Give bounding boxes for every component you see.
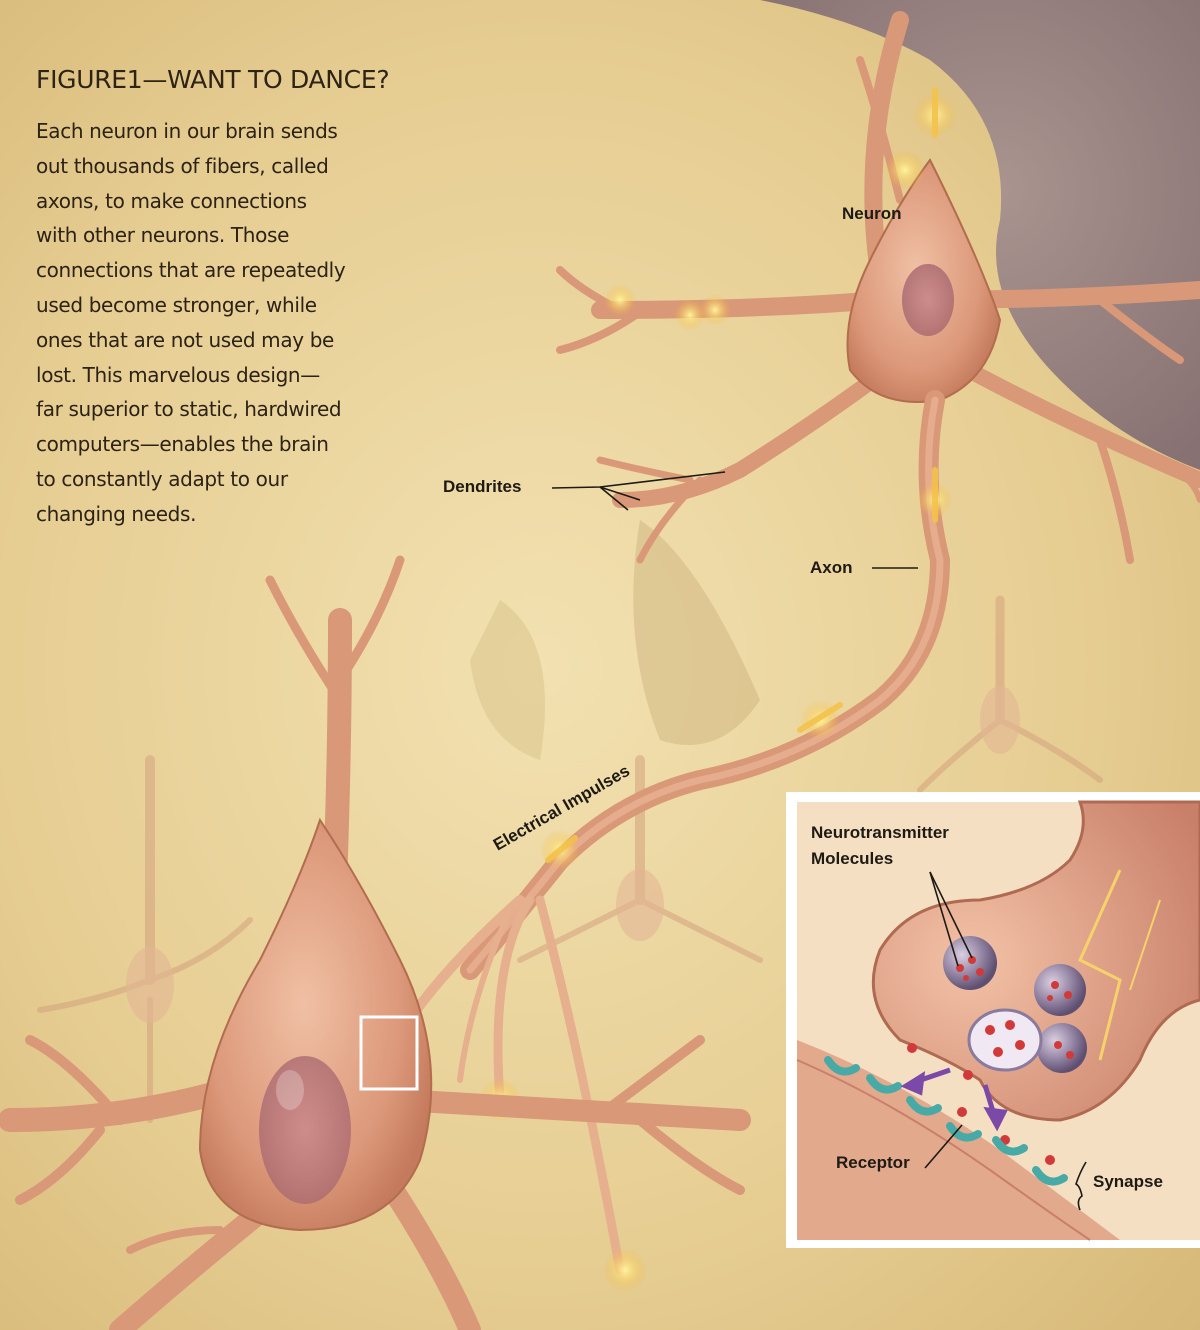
caption-line: far superior to static, hardwired bbox=[36, 392, 456, 427]
caption-line: to constantly adapt to our bbox=[36, 462, 456, 497]
caption-line: used become stronger, while bbox=[36, 288, 456, 323]
label-synapse: Synapse bbox=[1093, 1172, 1163, 1192]
top-neuron-nucleus bbox=[902, 264, 954, 336]
caption-line: axons, to make connections bbox=[36, 184, 456, 219]
caption-line: ones that are not used may be bbox=[36, 323, 456, 358]
caption-line: computers—enables the brain bbox=[36, 427, 456, 462]
caption-line: Each neuron in our brain sends bbox=[36, 114, 456, 149]
label-axon: Axon bbox=[810, 558, 853, 578]
caption-line: out thousands of fibers, called bbox=[36, 149, 456, 184]
caption-line: changing needs. bbox=[36, 497, 456, 532]
label-neurotransmitter: Neurotransmitter bbox=[811, 823, 949, 843]
lower-neuron-nucleus bbox=[259, 1056, 351, 1204]
figure-caption: Each neuron in our brain sends out thous… bbox=[36, 114, 456, 532]
caption-line: connections that are repeatedly bbox=[36, 253, 456, 288]
caption-line: lost. This marvelous design— bbox=[36, 358, 456, 393]
label-molecules: Molecules bbox=[811, 849, 893, 869]
label-neuron: Neuron bbox=[842, 204, 902, 224]
label-receptor: Receptor bbox=[836, 1153, 910, 1173]
caption-line: with other neurons. Those bbox=[36, 218, 456, 253]
figure-title: FIGURE1—WANT TO DANCE? bbox=[36, 62, 516, 98]
label-dendrites: Dendrites bbox=[443, 477, 521, 497]
